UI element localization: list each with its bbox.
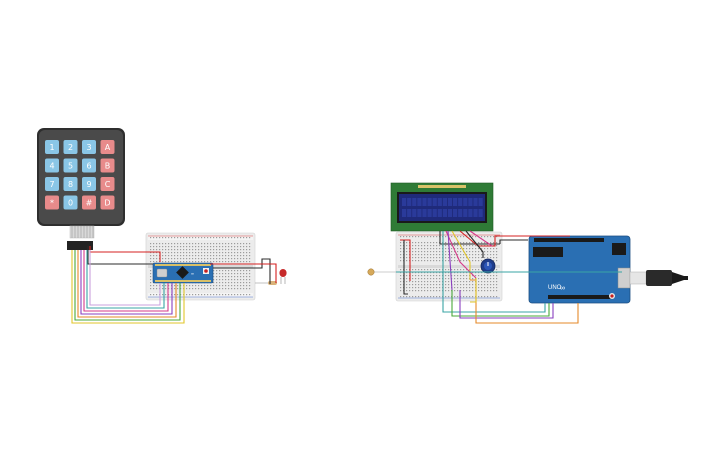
keypad-key-label: 2 <box>68 143 73 152</box>
lcd-circuit: UNO ∞ <box>367 182 688 324</box>
keypad-key-label: 1 <box>49 143 54 152</box>
potentiometer[interactable] <box>480 258 496 274</box>
resistor-left[interactable] <box>255 281 277 285</box>
usb-b-port <box>617 267 631 289</box>
keypad-key[interactable]: 6 <box>82 158 96 173</box>
keypad-key-label: 6 <box>86 162 91 171</box>
photoresistor[interactable] <box>367 268 396 276</box>
keypad[interactable]: 1 2 3 A 4 5 6 B 7 8 9 C * 0 # D <box>37 128 125 250</box>
keypad-key-label: 8 <box>68 180 73 189</box>
keypad-key-label: 0 <box>68 199 73 208</box>
keypad-header <box>67 241 93 250</box>
keypad-key-label: 5 <box>68 162 73 171</box>
keypad-key-label: 7 <box>49 180 54 189</box>
keypad-circuit: 1 2 3 A 4 5 6 B 7 8 9 C * 0 # D <box>37 128 287 324</box>
svg-text:∞: ∞ <box>191 271 194 276</box>
keypad-key[interactable]: 1 <box>45 140 59 154</box>
arduino-micro[interactable]: ∞ <box>152 262 214 284</box>
wires-right <box>396 230 622 324</box>
usb-cable[interactable] <box>629 270 688 286</box>
keypad-key-label: B <box>105 162 111 171</box>
keypad-key[interactable]: 2 <box>63 140 78 154</box>
lcd-display[interactable] <box>390 182 494 232</box>
keypad-key[interactable]: C <box>100 177 115 191</box>
keypad-key[interactable]: D <box>100 195 115 210</box>
keypad-key-label: 9 <box>86 180 91 189</box>
board-label: UNO <box>548 285 562 291</box>
keypad-key-label: 3 <box>86 143 91 152</box>
keypad-key[interactable]: # <box>82 195 96 210</box>
keypad-key[interactable]: 9 <box>82 177 96 191</box>
wires-left <box>71 246 277 324</box>
led-red[interactable] <box>279 269 287 284</box>
keypad-key[interactable]: * <box>45 195 59 210</box>
keypad-key[interactable]: A <box>100 140 115 154</box>
keypad-key-label: D <box>104 199 110 208</box>
keypad-key-label: 4 <box>49 162 54 171</box>
keypad-key-label: # <box>86 199 93 208</box>
keypad-key-label: A <box>105 143 111 152</box>
keypad-key[interactable]: 0 <box>63 195 78 210</box>
keypad-key[interactable]: 8 <box>63 177 78 191</box>
svg-text:∞: ∞ <box>560 285 565 292</box>
keypad-key[interactable]: 3 <box>82 140 96 154</box>
keypad-key-label: C <box>105 180 111 189</box>
keypad-key[interactable]: 5 <box>63 158 78 173</box>
keypad-key[interactable]: 7 <box>45 177 59 191</box>
arduino-uno[interactable]: UNO ∞ <box>528 235 631 304</box>
keypad-key[interactable]: 4 <box>45 158 59 173</box>
keypad-key[interactable]: B <box>100 158 115 173</box>
keypad-key-label: * <box>50 199 54 208</box>
usb-micro-port <box>156 268 168 278</box>
